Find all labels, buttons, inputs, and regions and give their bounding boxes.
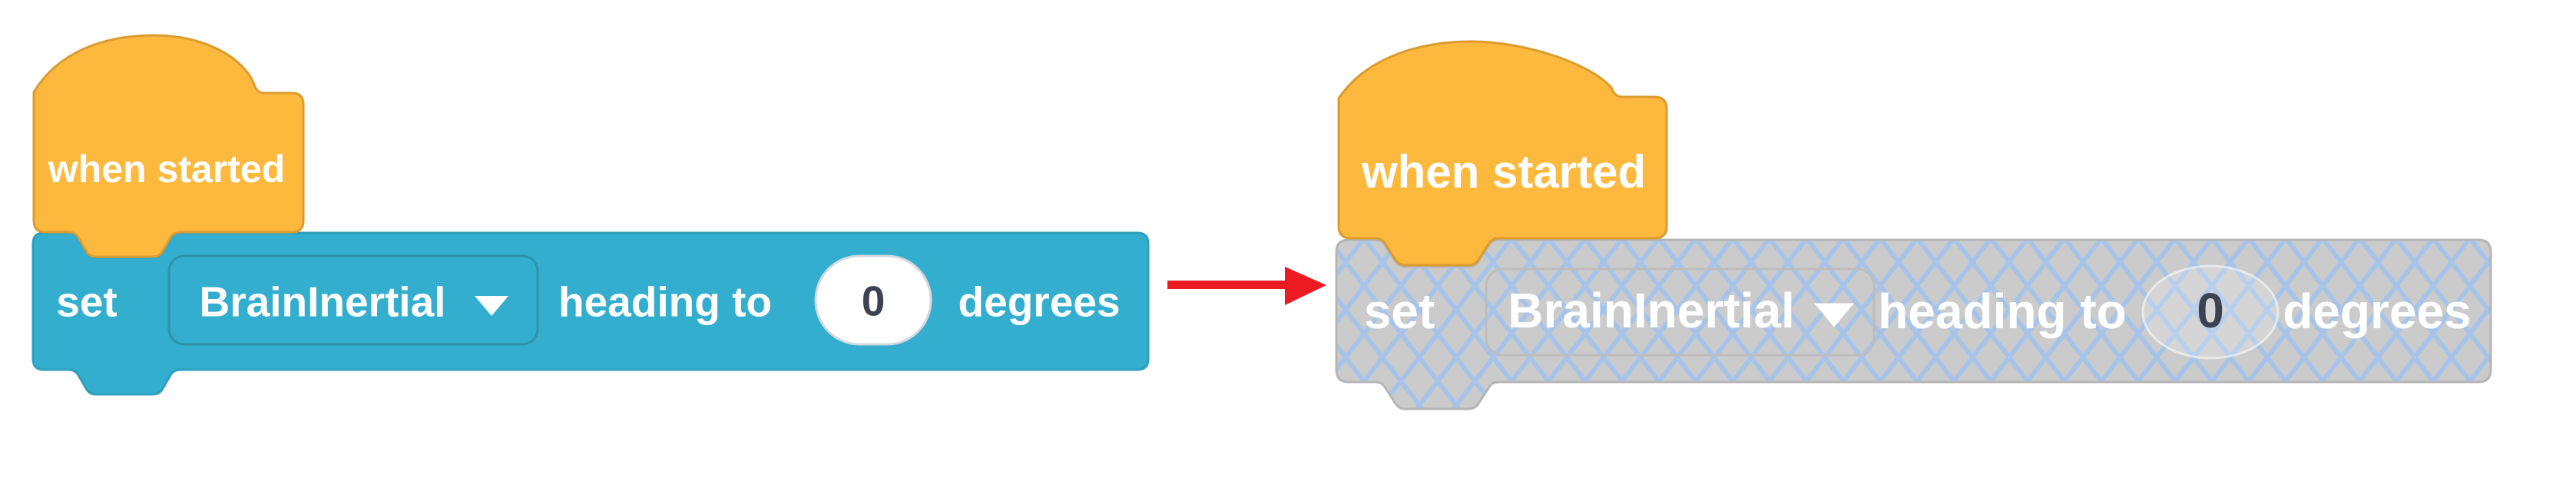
device-dropdown[interactable]	[167, 254, 539, 346]
set-label: set	[56, 277, 118, 326]
dropdown-arrow-icon-2	[1814, 303, 1854, 327]
heading-value-input-disabled[interactable]	[2141, 264, 2280, 360]
degrees-label-2: degrees	[2283, 284, 2472, 339]
dropdown-arrow-icon	[475, 296, 508, 316]
set-heading-block-disabled[interactable]	[1335, 238, 2492, 410]
device-dropdown-disabled[interactable]	[1485, 267, 1876, 357]
heading-to-label-2: heading to	[1878, 284, 2127, 339]
set-label-2: set	[1363, 284, 1435, 339]
heading-value-2[interactable]: 0	[2197, 283, 2224, 338]
hat-label-2: when started	[1361, 146, 1647, 198]
heading-to-label: heading to	[558, 277, 773, 326]
red-arrow-icon	[1167, 267, 1326, 305]
hat-label: when started	[48, 148, 286, 191]
degrees-label: degrees	[958, 277, 1121, 326]
heading-value[interactable]: 0	[861, 277, 886, 325]
device-dropdown-value[interactable]: BrainInertial	[199, 277, 446, 326]
when-started-hat-block-2[interactable]	[1337, 40, 1668, 267]
when-started-hat-block[interactable]	[32, 34, 305, 258]
heading-value-input[interactable]	[814, 254, 932, 346]
device-dropdown-value-2[interactable]: BrainInertial	[1508, 283, 1795, 338]
